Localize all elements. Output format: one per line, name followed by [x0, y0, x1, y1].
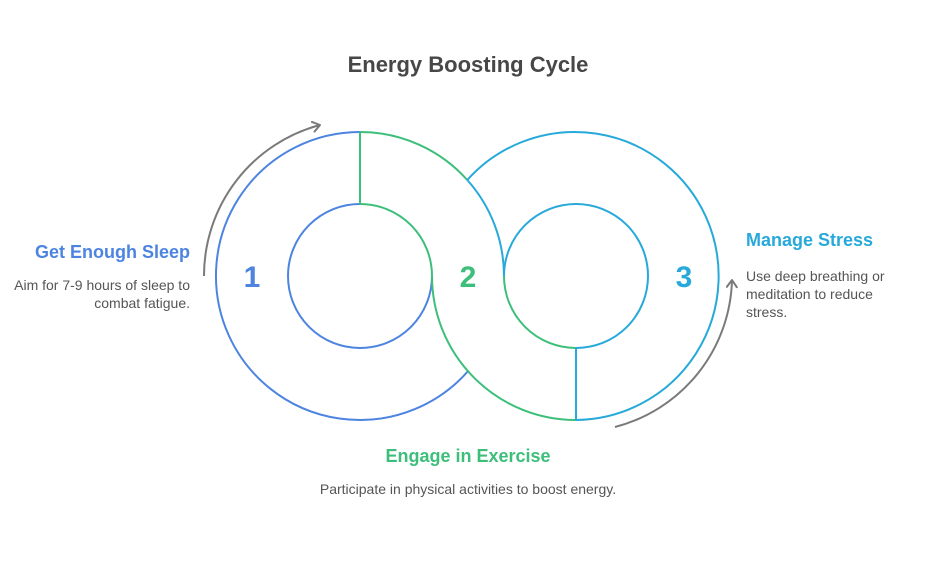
- segment-1-inner-arc: [287, 203, 433, 349]
- step-3-title: Manage Stress: [746, 230, 874, 250]
- segment-3-inner-arc: [503, 203, 649, 349]
- segment-2-upper-outer-arc: [359, 131, 469, 181]
- step-2-title: Engage in Exercise: [385, 446, 551, 466]
- segment-1-outer-arc: [214, 131, 470, 421]
- step-1-title: Get Enough Sleep: [34, 242, 190, 262]
- segment-2-lower-outer-arc: [431, 275, 577, 421]
- flow-arrow-icon-top-left: [202, 120, 321, 277]
- diagram-title: Energy Boosting Cycle: [347, 52, 589, 77]
- step-2-description: Participate in physical activities to bo…: [319, 481, 617, 497]
- step-3-number: 3: [676, 261, 693, 294]
- segment-3: [466, 131, 720, 421]
- step-3-description: Use deep breathing or meditation to redu…: [746, 268, 885, 320]
- segment-1: [214, 131, 470, 421]
- step-1-description: Aim for 7-9 hours of sleep to combat fat…: [14, 277, 190, 311]
- step-1-number: 1: [244, 261, 261, 294]
- segment-3-outer-arc: [466, 131, 720, 421]
- segment-2-lower-inner-arc: [503, 275, 577, 349]
- step-2-number: 2: [460, 261, 477, 294]
- segment-2-inner-arc: [359, 203, 433, 277]
- segment-3-crossing-arc: [466, 179, 505, 277]
- flow-arrow-icon-bottom-right: [614, 279, 738, 428]
- segment-2: [359, 131, 577, 421]
